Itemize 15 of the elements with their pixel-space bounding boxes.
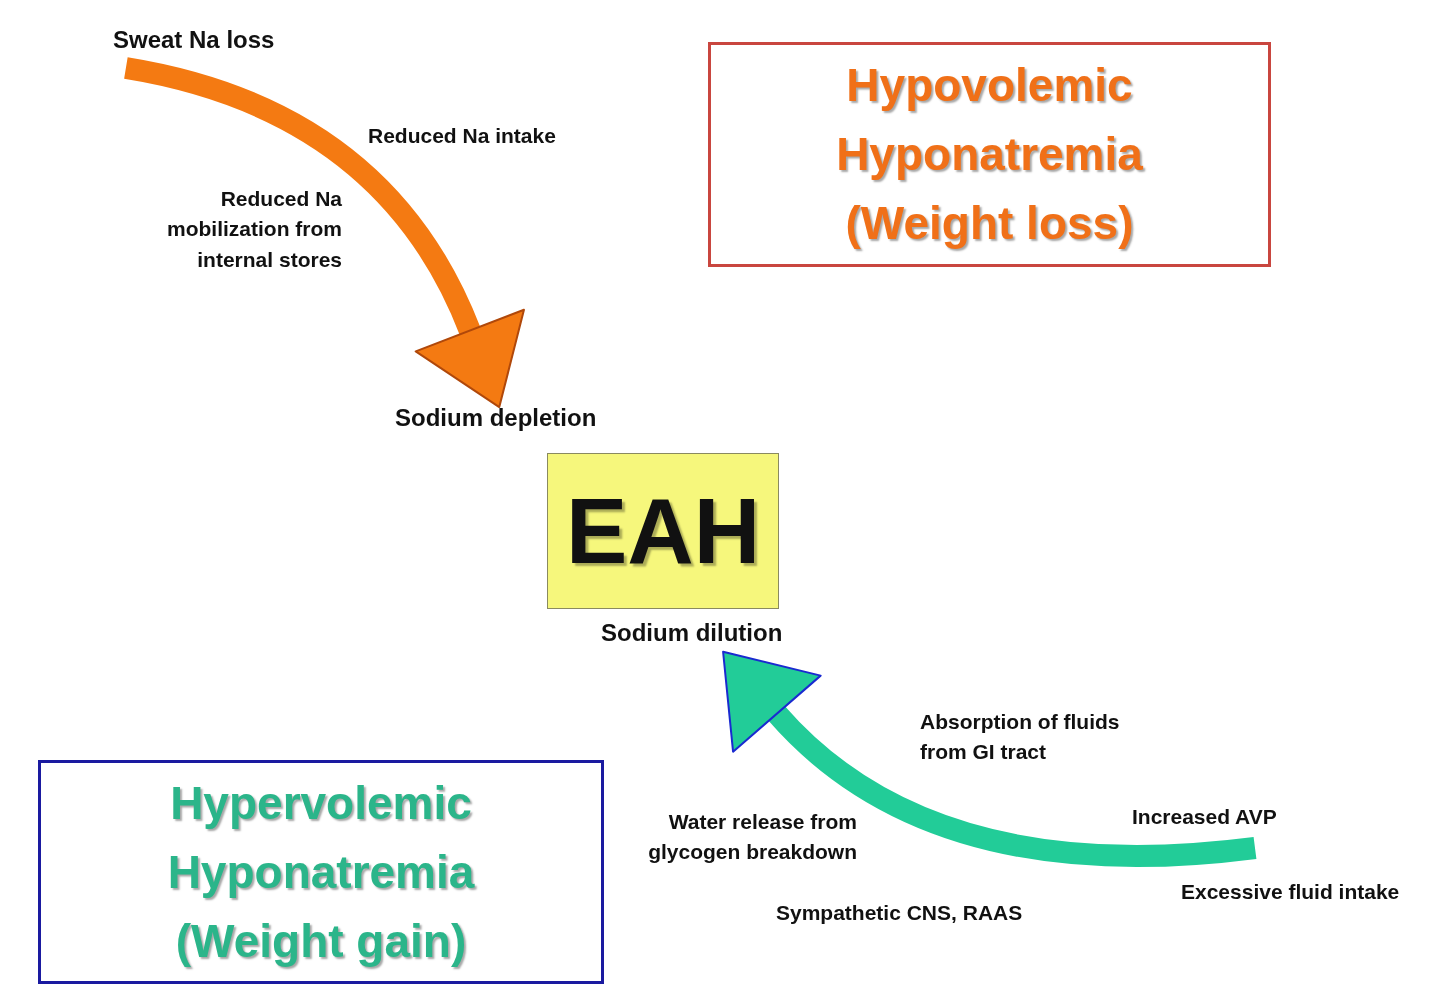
stage-label: Sweat Na loss <box>113 26 275 54</box>
stage-label: Sodium depletion <box>395 404 597 432</box>
stage-label: Sodium dilution <box>601 619 783 647</box>
condition-box: Hypovolemic Hyponatremia (Weight loss) <box>708 42 1271 267</box>
condition-box: Hypervolemic Hyponatremia (Weight gain) <box>38 760 604 984</box>
cause-label: Absorption of fluids from GI tract <box>920 709 1121 766</box>
cause-label: Increased AVP <box>1132 804 1278 830</box>
curved-arrow <box>719 653 1257 867</box>
cause-label: Reduced Na intake <box>368 123 557 149</box>
cause-label: Sympathetic CNS, RAAS <box>776 900 1024 926</box>
cause-label: Reduced Na mobilization from internal stores <box>166 186 342 273</box>
curved-arrow <box>123 57 525 407</box>
cause-label: Excessive fluid intake <box>1181 879 1401 905</box>
cause-label: Water release from glycogen breakdown <box>647 809 857 866</box>
central-box: EAH <box>547 453 779 609</box>
